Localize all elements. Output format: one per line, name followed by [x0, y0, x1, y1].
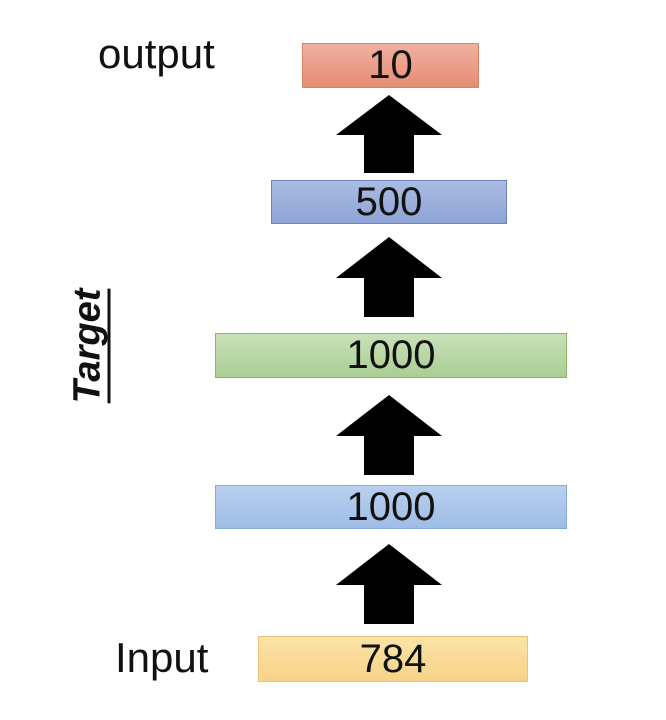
up-arrow-icon — [336, 395, 442, 475]
hidden-layer-3-box: 500 — [271, 180, 507, 224]
hidden-layer-2-box: 1000 — [215, 333, 567, 378]
up-arrow-icon — [336, 544, 442, 624]
output-label: output — [98, 30, 215, 77]
target-label: Target — [66, 288, 109, 404]
up-arrow-icon — [336, 237, 442, 317]
up-arrow-icon — [336, 95, 442, 173]
output-layer-box: 10 — [302, 43, 479, 88]
input-layer-box: 784 — [258, 636, 528, 682]
hidden-layer-1-box: 1000 — [215, 485, 567, 529]
input-label: Input — [115, 634, 209, 681]
